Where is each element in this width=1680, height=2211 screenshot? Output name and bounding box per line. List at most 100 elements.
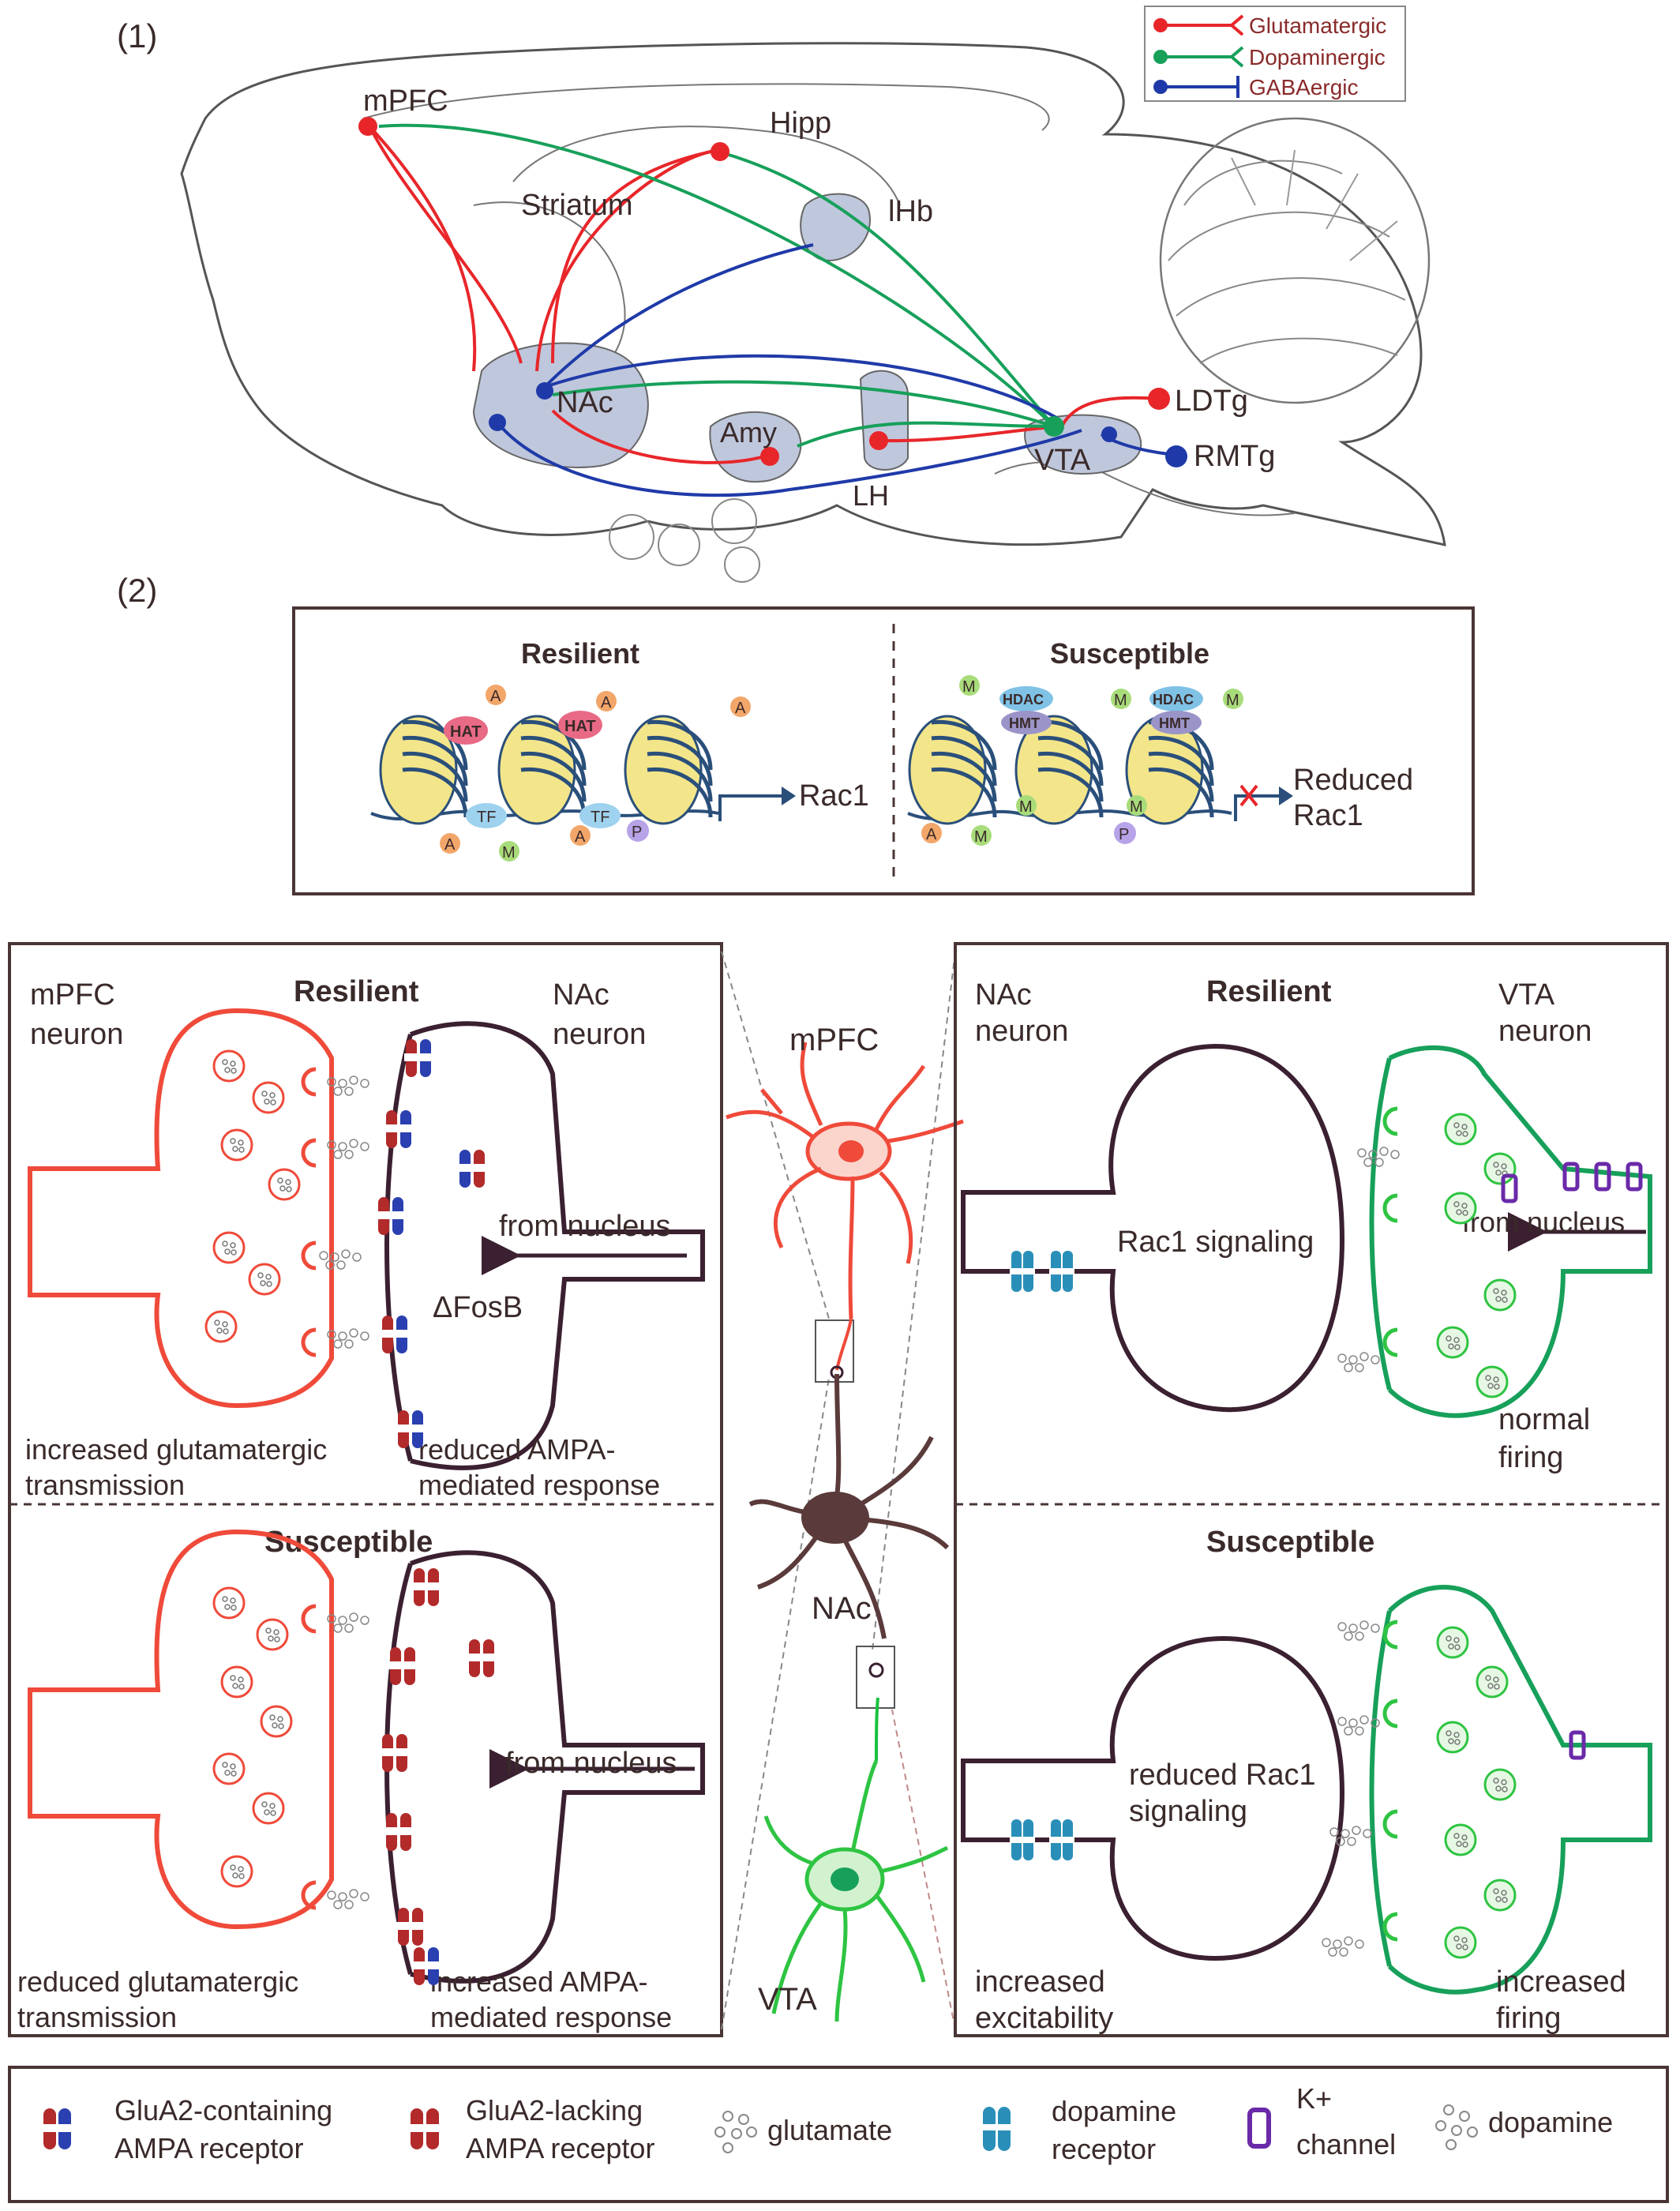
legend-glutamate: glutamate: [767, 2114, 892, 2146]
svg-text:M: M: [502, 844, 516, 862]
release-site: [301, 1138, 317, 1168]
dopamine-molecules: [1337, 1620, 1380, 1641]
svg-text:A: A: [601, 694, 612, 711]
legend-k-channel-1: K+: [1296, 2082, 1332, 2115]
svg-text:M: M: [1130, 798, 1143, 816]
glutamate-vesicle: [248, 1263, 281, 1296]
dopamine-vesicle: [1444, 1113, 1477, 1146]
resilient-nucleosomes: HAT HAT A A A TF TF A M A P: [370, 685, 796, 862]
dopamine-molecules: [1337, 1715, 1380, 1736]
svg-text:HDAC: HDAC: [1153, 692, 1194, 708]
k-channel-icon: [1247, 2108, 1271, 2149]
right-post-label-1: NAc: [975, 978, 1032, 1012]
projection-legend: Glutamatergic Dopaminergic GABAergic: [1144, 6, 1406, 102]
left-synapse-panel: mPFC neuron Resilient NAc neuron from nu…: [8, 942, 723, 2037]
glutamate-vesicle: [256, 1618, 289, 1651]
panel-1-label: (1): [117, 17, 157, 54]
left-res-caption-right-1: reduced AMPA-: [418, 1433, 615, 1466]
dopamine-molecules: [1357, 1147, 1400, 1167]
center-mpfc-label: mPFC: [789, 1023, 879, 1057]
svg-text:A: A: [926, 826, 937, 843]
glutamate-vesicle: [212, 1231, 246, 1264]
right-resilient-nac-terminal: [961, 1043, 1345, 1413]
right-post-label-2: neuron: [975, 1015, 1068, 1048]
mpfc-neuron: [726, 1042, 964, 1319]
right-receptors-channels: [1010, 1162, 1643, 1860]
glua2-containing-receptor: [458, 1150, 486, 1188]
dopamine-receptor: [1049, 1251, 1074, 1292]
legend-glua2-containing-1: GluA2-containing: [114, 2094, 332, 2127]
left-post-label-2: neuron: [553, 1018, 646, 1051]
vta-label: VTA: [1034, 444, 1091, 477]
right-sus-caption-right-2: firing: [1496, 2002, 1561, 2035]
svg-text:TF: TF: [477, 809, 496, 826]
svg-text:P: P: [632, 824, 642, 841]
left-res-caption-left-1: increased glutamatergic: [25, 1433, 327, 1466]
k-channel: [1501, 1173, 1518, 1203]
left-ampa-receptors: [377, 1039, 496, 1985]
glua2-containing-icon: [41, 2108, 74, 2149]
legend-gabaergic: GABAergic: [1249, 75, 1359, 99]
lhb-label: lHb: [888, 195, 933, 228]
svg-text:HAT: HAT: [564, 718, 596, 735]
svg-text:A: A: [735, 700, 746, 717]
left-sus-caption-left-1: reduced glutamatergic: [17, 1965, 298, 1998]
legend-glua2-containing-2: AMPA receptor: [114, 2132, 303, 2164]
panel-1: (1): [117, 6, 1446, 583]
legend-glua2-lacking-1: GluA2-lacking: [466, 2094, 643, 2127]
glua2-containing-receptor: [384, 1110, 413, 1148]
right-sus-signaling-2: signaling: [1129, 1795, 1247, 1828]
chromatin-resilient-title: Resilient: [521, 637, 639, 670]
glutamate-molecules: [327, 1075, 369, 1096]
dopamine-vesicle: [1483, 1152, 1517, 1185]
glutamate-vesicle: [212, 1049, 246, 1083]
release-site: [1382, 1809, 1398, 1839]
release-site: [301, 1327, 317, 1357]
panel-2-label: (2): [117, 572, 157, 609]
glua2-lacking-icon: [408, 2108, 441, 2149]
release-site: [1382, 1699, 1398, 1729]
dopamine-vesicle: [1436, 1626, 1469, 1659]
brain-outline: [180, 42, 1446, 546]
amy-region: [709, 411, 802, 483]
resilient-deltafosb: ΔFosB: [433, 1291, 523, 1324]
svg-text:A: A: [490, 688, 501, 705]
glutamate-vesicle: [204, 1310, 238, 1343]
right-sus-caption-right-1: increased: [1496, 1965, 1626, 1999]
right-sus-caption-left-1: increased: [975, 1965, 1105, 1999]
release-site: [1382, 1327, 1398, 1357]
mpfc-node: [358, 117, 377, 136]
left-synaptic-vesicles: [204, 1049, 369, 1910]
repression-x-icon: [1239, 784, 1258, 807]
mpfc-label: mPFC: [363, 84, 448, 118]
brainstem-outline: [994, 461, 1296, 516]
left-post-label-1: NAc: [553, 978, 609, 1012]
susceptible-mpfc-terminal: [28, 1529, 334, 1930]
hipp-label: Hipp: [770, 107, 831, 140]
k-channel: [1626, 1162, 1643, 1192]
gabaergic-projections: [496, 243, 1169, 497]
dopamine-vesicle: [1436, 1326, 1469, 1359]
dopamine-molecules: [1322, 1936, 1364, 1957]
svg-text:M: M: [1226, 692, 1239, 709]
glua2-lacking-receptor: [412, 1568, 441, 1606]
right-res-caption-1: normal: [1498, 1403, 1590, 1436]
left-resilient-title: Resilient: [294, 975, 419, 1008]
right-resilient-title: Resilient: [1206, 975, 1332, 1008]
panel-2: (2) Resilient Susceptible HAT HAT: [117, 572, 1475, 895]
right-res-from-nucleus: from nucleus: [1462, 1206, 1625, 1238]
lhb-region: [800, 193, 871, 262]
susceptible-nac-terminal: [409, 1550, 705, 1984]
legend-dopamine-receptor-1: dopamine: [1052, 2095, 1176, 2127]
dopamine-receptor: [1010, 1819, 1035, 1860]
release-site: [1382, 1193, 1398, 1223]
svg-text:P: P: [1119, 826, 1129, 843]
release-site: [301, 1241, 317, 1271]
release-site: [301, 1604, 317, 1634]
glutamate-molecules: [327, 1139, 369, 1159]
dopamine-receptor-icon: [981, 2107, 1014, 2151]
vta-neuron: [763, 1759, 949, 2022]
k-channel: [1569, 1730, 1586, 1760]
right-res-caption-2: firing: [1498, 1441, 1563, 1474]
svg-text:A: A: [444, 836, 456, 854]
